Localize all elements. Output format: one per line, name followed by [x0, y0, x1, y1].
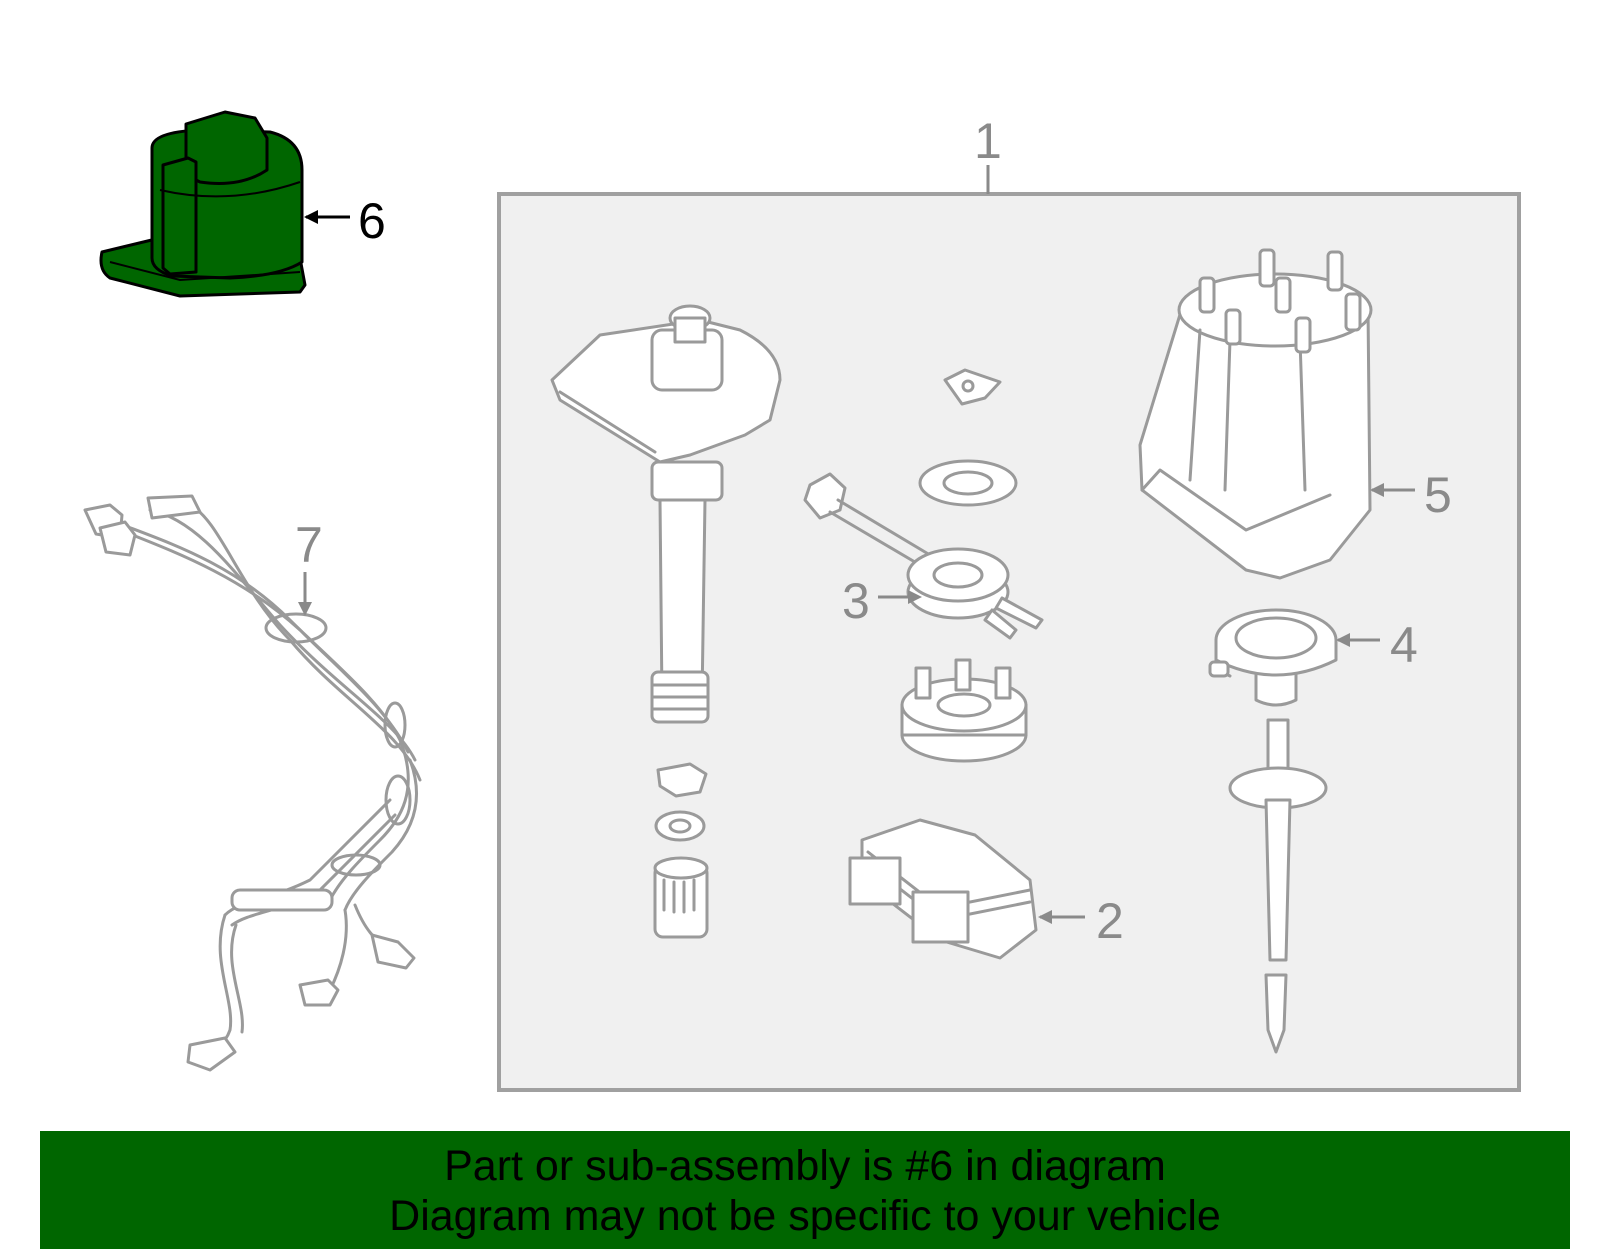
- info-banner: Part or sub-assembly is #6 in diagram Di…: [40, 1131, 1570, 1249]
- callout-2-arrowhead: [1038, 910, 1052, 924]
- drive-gear[interactable]: [653, 856, 709, 939]
- part-7-wire-harness[interactable]: [83, 494, 422, 1072]
- distributor-housing[interactable]: [550, 304, 782, 724]
- callout-6[interactable]: 6: [358, 193, 386, 249]
- pole-piece[interactable]: [900, 658, 1028, 763]
- callout-7[interactable]: 7: [295, 517, 323, 573]
- retainer-clip[interactable]: [656, 762, 708, 798]
- callout-4-arrowhead: [1336, 633, 1350, 647]
- callout-7-arrowhead: [298, 602, 312, 616]
- thrust-washer[interactable]: [654, 810, 706, 842]
- callout-3-arrowhead: [908, 590, 922, 604]
- distributor-shaft[interactable]: [1228, 718, 1328, 1054]
- callout-6-arrowhead: [304, 210, 318, 224]
- callout-2[interactable]: 2: [1096, 893, 1124, 949]
- part-2-ignition-module[interactable]: [848, 818, 1038, 960]
- small-washer-clip[interactable]: [943, 368, 1002, 406]
- part-6-highlighted[interactable]: [99, 110, 307, 298]
- callout-1[interactable]: 1: [974, 113, 1002, 169]
- part-5-distributor-cap[interactable]: [1138, 248, 1373, 580]
- callout-5-arrowhead: [1370, 483, 1384, 497]
- part-4-rotor[interactable]: [1208, 608, 1338, 707]
- part-3-pickup-coil[interactable]: [803, 472, 1044, 640]
- callout-5[interactable]: 5: [1424, 467, 1452, 523]
- callout-4[interactable]: 4: [1390, 617, 1418, 673]
- banner-line-1: Part or sub-assembly is #6 in diagram: [444, 1142, 1166, 1190]
- star-washer[interactable]: [918, 459, 1018, 507]
- banner-line-2: Diagram may not be specific to your vehi…: [389, 1192, 1221, 1240]
- callout-3[interactable]: 3: [842, 573, 870, 629]
